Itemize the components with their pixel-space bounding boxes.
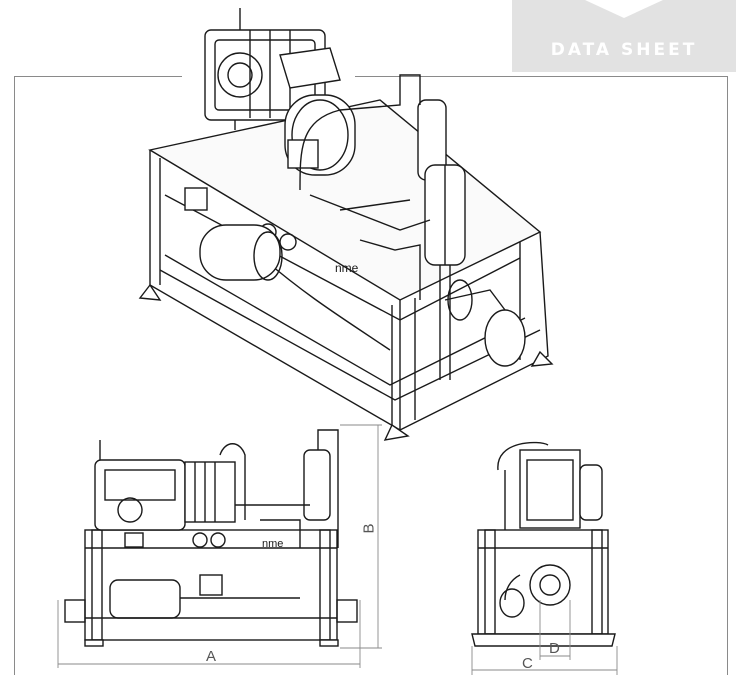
dimension-a-label: A — [206, 648, 217, 665]
side-view — [471, 441, 616, 647]
iso-brand-label: nme — [335, 261, 359, 275]
dimension-lines — [57, 424, 618, 675]
data-sheet-label: DATA SHEET — [550, 40, 698, 60]
dimension-b-label: B — [360, 523, 378, 534]
front-brand-label: nme — [262, 538, 283, 550]
isometric-view — [138, 8, 554, 441]
data-sheet-tab — [512, 0, 736, 72]
iso-frame-front-left — [149, 150, 401, 432]
tab-notch — [585, 0, 663, 18]
dimension-c-label: C — [522, 655, 533, 672]
front-view — [64, 429, 358, 647]
iso-frame-front-right — [399, 231, 549, 431]
frame-right — [727, 76, 728, 675]
dimension-d-label: D — [549, 640, 560, 657]
frame-top-right — [355, 76, 728, 77]
frame-top-left — [14, 76, 182, 77]
frame-left — [14, 76, 15, 675]
